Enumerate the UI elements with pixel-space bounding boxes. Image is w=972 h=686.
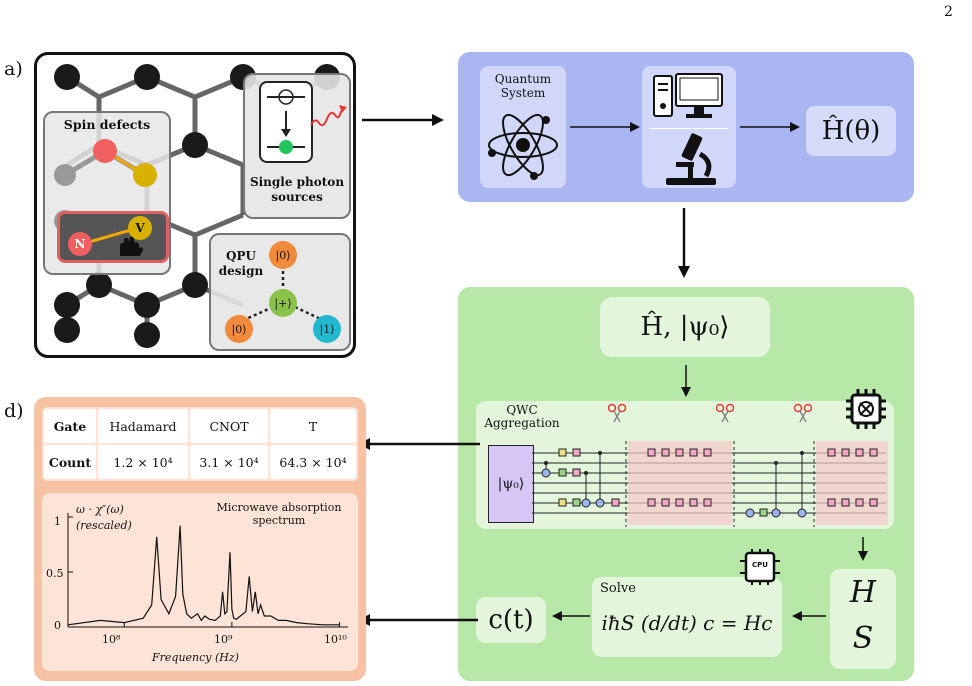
quantum-system-label: Quantum System bbox=[494, 72, 552, 100]
spectrum-plot-card: ω · χ″(ω) (rescaled) Microwave absorptio… bbox=[42, 493, 358, 671]
table-header-cnot: CNOT bbox=[190, 409, 268, 443]
atom-v: V bbox=[128, 216, 152, 240]
output-coefficients: c(t) bbox=[476, 597, 546, 643]
methods-box bbox=[642, 66, 736, 188]
atom-icon bbox=[488, 113, 558, 180]
solve-box: Solve iħS (d/dt) c = Hc bbox=[592, 577, 782, 657]
solve-label: Solve bbox=[600, 581, 636, 596]
panel-c: Ĥ, |ψ₀⟩ QWC Aggregation |ψ₀⟩ bbox=[458, 287, 914, 681]
arrow-b-to-c bbox=[678, 208, 690, 278]
table-cell-hadamard-count: 1.2 × 10⁴ bbox=[98, 445, 188, 479]
quantum-circuit bbox=[532, 441, 888, 527]
spin-defects-label: Spin defects bbox=[63, 117, 151, 132]
plot-title: Microwave absorption spectrum bbox=[216, 501, 342, 527]
spectrum-series-line bbox=[67, 525, 340, 626]
table-cell-t-count: 64.3 × 10⁴ bbox=[270, 445, 356, 479]
table-cell-cnot-count: 3.1 × 10⁴ bbox=[190, 445, 268, 479]
hand-icon bbox=[120, 236, 143, 256]
arrow-c-to-d-plot bbox=[358, 614, 478, 626]
qubit-top: |0⟩ bbox=[269, 241, 297, 269]
nv-center-box: N V bbox=[57, 211, 169, 263]
energy-level-diagram bbox=[259, 81, 313, 163]
qwc-circuit-box: QWC Aggregation |ψ₀⟩ bbox=[476, 401, 894, 529]
spectrum-plot bbox=[67, 513, 348, 628]
atom-n: N bbox=[68, 232, 92, 256]
plot-xlabel: Frequency (Hz) bbox=[152, 651, 239, 664]
table-header-gate: Gate bbox=[44, 409, 96, 443]
gate-count-table: Gate Hadamard CNOT T Count 1.2 × 10⁴ 3.1… bbox=[42, 407, 358, 481]
scissors-icon bbox=[608, 403, 626, 423]
arrow-methods-to-hamiltonian bbox=[740, 122, 800, 132]
arrow-a-to-b bbox=[362, 114, 444, 126]
table-header-hadamard: Hadamard bbox=[98, 409, 188, 443]
panel-a-label: a) bbox=[4, 58, 23, 80]
panel-b: Quantum System bbox=[458, 52, 914, 202]
qwc-label: QWC Aggregation bbox=[484, 403, 560, 430]
xtick-label-1e10: 10¹⁰ bbox=[324, 633, 347, 646]
page-number: 2 bbox=[944, 4, 953, 20]
ode-equation: iħS (d/dt) c = Hc bbox=[601, 611, 773, 635]
microscope-icon bbox=[666, 133, 716, 185]
arrow-down-to-circuit bbox=[681, 365, 691, 397]
xtick-label-1e9: 10⁹ bbox=[214, 633, 233, 646]
qpu-design-label: QPU design bbox=[218, 249, 264, 278]
qpu-design-box: QPU design |0⟩ |+⟩ |0⟩ |1⟩ bbox=[209, 233, 351, 351]
input-state-box: Ĥ, |ψ₀⟩ bbox=[600, 297, 770, 357]
arrow-system-to-methods bbox=[570, 122, 640, 132]
computer-icon bbox=[653, 73, 723, 118]
panel-a: Spin defects N V bbox=[34, 52, 356, 358]
h-matrix-label: H bbox=[849, 575, 877, 610]
s-matrix-label: S bbox=[852, 621, 874, 656]
qubit-left: |0⟩ bbox=[225, 315, 253, 343]
plot-ylabel: ω · χ″(ω) bbox=[76, 503, 124, 516]
arrow-down-to-hs bbox=[858, 537, 868, 561]
quantum-system-box: Quantum System bbox=[480, 66, 566, 188]
qpu-chip-icon bbox=[846, 389, 886, 429]
arrow-hs-to-solve bbox=[792, 611, 826, 621]
scissors-icon bbox=[794, 403, 812, 423]
hs-matrices-box: H S bbox=[830, 569, 896, 669]
hamiltonian-box: Ĥ(θ) bbox=[806, 106, 896, 156]
ytick-label-0: 0 bbox=[54, 619, 61, 632]
psi0-block: |ψ₀⟩ bbox=[488, 445, 534, 523]
panel-d-label: d) bbox=[4, 400, 24, 422]
spin-defects-box: Spin defects N V bbox=[43, 111, 171, 275]
plot-ylabel-rescaled: (rescaled) bbox=[76, 519, 132, 532]
qubit-mid: |+⟩ bbox=[269, 289, 297, 317]
photon-emission-icon bbox=[310, 105, 347, 127]
qubit-right: |1⟩ bbox=[313, 315, 341, 343]
panel-d: Gate Hadamard CNOT T Count 1.2 × 10⁴ 3.1… bbox=[34, 397, 366, 681]
ytick-label-1: 1 bbox=[54, 515, 61, 528]
single-photon-label: Single photon sources bbox=[249, 175, 345, 204]
ytick-label-0-5: 0.5 bbox=[46, 567, 64, 580]
arrow-c-to-d-table bbox=[358, 438, 480, 450]
arrow-solve-to-output bbox=[552, 611, 590, 621]
cpu-label: CPU bbox=[752, 561, 768, 569]
spin-defect-graphic bbox=[54, 139, 157, 232]
scissors-icon bbox=[716, 403, 734, 423]
single-photon-box: Single photon sources bbox=[243, 73, 351, 219]
table-header-t: T bbox=[270, 409, 356, 443]
cpu-icon: CPU bbox=[740, 549, 780, 585]
xtick-label-1e8: 10⁸ bbox=[102, 633, 121, 646]
table-row-label-count: Count bbox=[44, 445, 96, 479]
